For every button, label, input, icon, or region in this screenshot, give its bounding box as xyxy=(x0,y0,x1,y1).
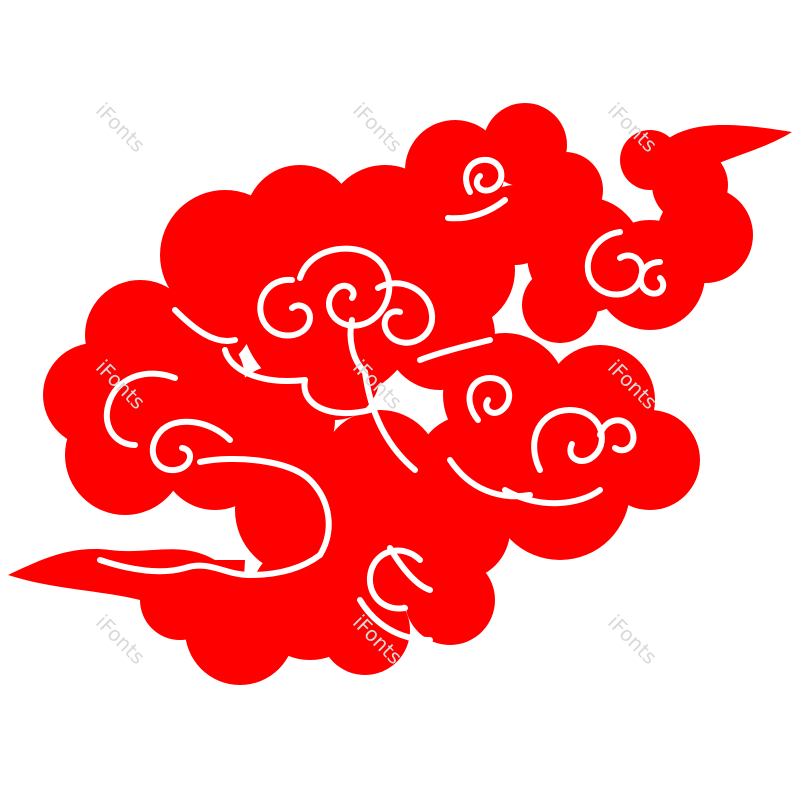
swirl-main-left xyxy=(257,276,313,339)
swirl-mid-right-3 xyxy=(597,417,637,454)
cloud-silhouette xyxy=(8,103,792,685)
swirl-upper-right-1 xyxy=(463,156,505,195)
swirl-left-upper xyxy=(103,370,178,448)
cloud-outline-lines xyxy=(97,156,667,643)
swirl-mid-right-2 xyxy=(531,406,605,473)
swirl-upper-right-3 xyxy=(637,259,667,297)
swirl-left-center xyxy=(149,418,233,474)
swirl-upper-right-2 xyxy=(584,229,645,298)
swirl-lower-2 xyxy=(387,545,433,593)
swirl-main-right xyxy=(375,280,436,346)
swirl-lower-1 xyxy=(367,547,423,612)
swirl-main-center xyxy=(297,245,393,329)
swirl-mid-right-1 xyxy=(466,374,513,423)
